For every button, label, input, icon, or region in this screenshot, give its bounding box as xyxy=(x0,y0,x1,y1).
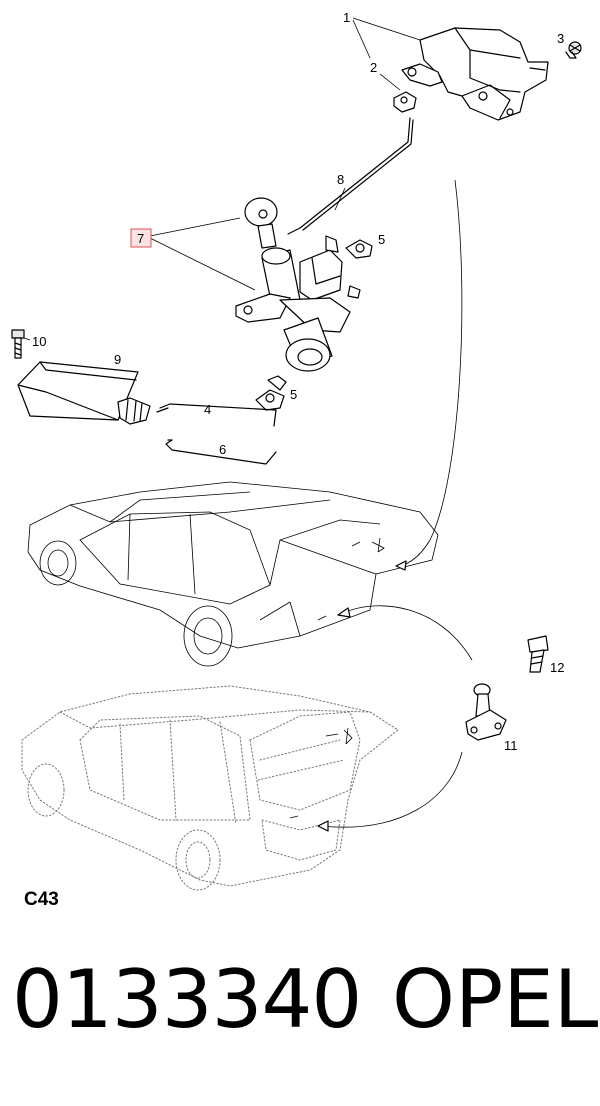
callout-5-lower: 5 xyxy=(290,387,297,402)
callout-2: 2 xyxy=(370,60,377,75)
callout-6: 6 xyxy=(219,442,226,457)
callout-4: 4 xyxy=(204,402,211,417)
clip-part-2 xyxy=(393,63,443,113)
rod-part-6 xyxy=(165,439,277,465)
hinge-bracket-part-1 xyxy=(419,27,549,121)
bolt-part-3 xyxy=(565,41,582,59)
diagram-code: C43 xyxy=(24,889,59,910)
callout-12: 12 xyxy=(550,660,564,675)
callout-labels: 1 2 3 4 5 5 6 7 8 9 10 11 12 xyxy=(32,10,564,753)
mpv-car-illustration xyxy=(21,685,399,891)
callout-10: 10 xyxy=(32,334,46,349)
rod-part-8 xyxy=(287,117,414,235)
callout-3: 3 xyxy=(557,31,564,46)
callout-5-upper: 5 xyxy=(378,232,385,247)
callout-1: 1 xyxy=(343,10,350,25)
callout-7: 7 xyxy=(137,231,144,246)
callout-11: 11 xyxy=(504,738,518,753)
part-number: 0133340 xyxy=(12,953,362,1046)
hatchback-car-illustration xyxy=(27,481,439,667)
clip-part-5-lower xyxy=(255,375,287,411)
brand-name: OPEL xyxy=(392,953,599,1046)
leader-lines xyxy=(23,17,473,832)
callout-7-highlight xyxy=(130,228,152,248)
rod-part-4 xyxy=(156,403,277,427)
screw-part-10 xyxy=(11,329,25,359)
callout-9: 9 xyxy=(114,352,121,367)
callout-8: 8 xyxy=(337,172,344,187)
clip-part-5-upper xyxy=(345,239,373,259)
actuator-part-9 xyxy=(17,361,151,425)
striker-part-11 xyxy=(465,683,507,741)
bolt-part-12 xyxy=(527,635,549,673)
lock-cylinder-part-7 xyxy=(235,197,361,372)
